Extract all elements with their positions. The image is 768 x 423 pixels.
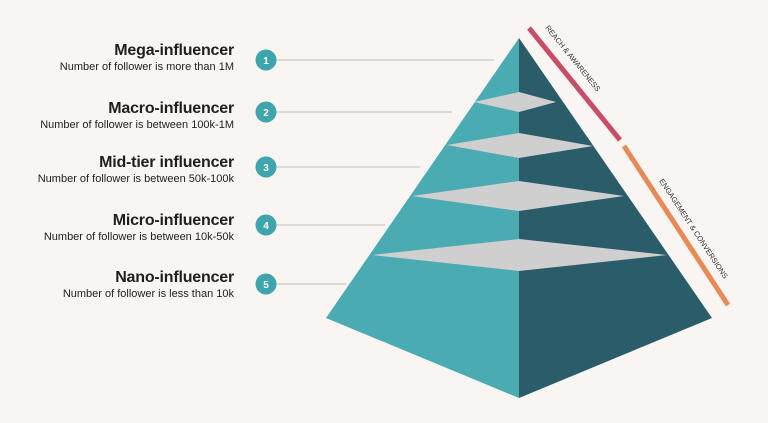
tier-separator-4 <box>372 239 667 271</box>
tier-description: Number of follower is between 50k-100k <box>37 173 234 185</box>
tier-description: Number of follower is between 100k-1M <box>40 119 234 131</box>
tier-number: 2 <box>263 108 269 119</box>
tier-text-2: Macro-influencer Number of follower is b… <box>40 99 234 132</box>
tier-separator-3 <box>412 181 624 211</box>
tier-text-5: Nano-influencer Number of follower is le… <box>63 268 234 301</box>
tier-badge-4: 4 <box>255 214 277 236</box>
tier-title: Micro-influencer <box>112 212 234 229</box>
tier-description: Number of follower is between 10k-50k <box>43 231 234 243</box>
tier-title: Macro-influencer <box>108 100 234 117</box>
tier-badge-5: 5 <box>255 273 277 295</box>
reach-awareness-band <box>527 26 622 142</box>
tier-text-4: Micro-influencer Number of follower is b… <box>44 211 234 244</box>
tier-title: Nano-influencer <box>115 269 234 286</box>
pyramid-left-face <box>326 38 519 398</box>
tier-separator-2 <box>447 133 593 158</box>
tier-separator-1 <box>474 92 556 112</box>
pyramid-right-face <box>519 38 712 398</box>
tier-number: 3 <box>263 163 269 174</box>
tier-badge-1: 1 <box>255 49 277 71</box>
tier-text-1: Mega-influencer Number of follower is mo… <box>60 41 234 74</box>
tier-description: Number of follower is more than 1M <box>59 61 234 73</box>
engagement-conversions-band <box>621 144 731 307</box>
tier-title: Mega-influencer <box>114 42 234 59</box>
tier-title: Mid-tier influencer <box>99 154 234 171</box>
tier-description: Number of follower is less than 10k <box>62 288 234 300</box>
tier-badge-2: 2 <box>255 101 277 123</box>
tier-text-3: Mid-tier influencer Number of follower i… <box>38 153 234 186</box>
tier-number: 4 <box>263 221 269 232</box>
tier-number: 1 <box>263 56 269 67</box>
tier-badge-3: 3 <box>255 156 277 178</box>
tier-number: 5 <box>263 280 269 291</box>
